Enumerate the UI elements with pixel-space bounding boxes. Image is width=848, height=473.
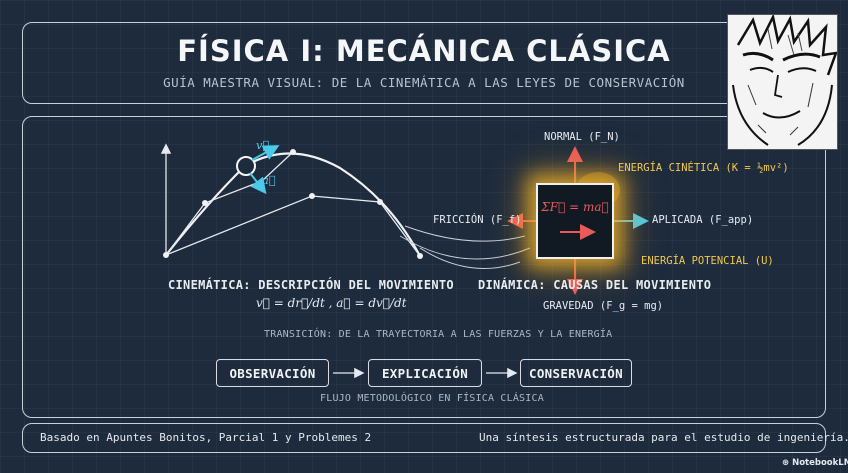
footer-panel — [22, 423, 826, 453]
trajectory-point — [417, 253, 423, 259]
normal-force-label: NORMAL (F_N) — [544, 131, 620, 143]
flow-step-conservacion: CONSERVACIÓN — [520, 359, 632, 387]
applied-force-label: APLICADA (F_app) — [652, 214, 754, 226]
trajectory-point — [377, 199, 383, 205]
brand-icon: ⊛ — [782, 458, 793, 468]
acceleration-vector — [249, 172, 267, 195]
force-body-box — [536, 183, 614, 259]
trajectory-point — [290, 149, 296, 155]
transition-swoosh — [404, 225, 526, 242]
particle — [236, 156, 256, 176]
main-panel — [22, 116, 826, 418]
transition-swoosh — [399, 235, 531, 260]
transition-caption: TRANSICIÓN: DE LA TRAYECTORIA A LAS FUER… — [264, 329, 613, 340]
page-title: FÍSICA I: MECÁNICA CLÁSICA — [177, 34, 671, 68]
kinematics-label: CINEMÁTICA: DESCRIPCIÓN DEL MOVIMIENTO — [168, 278, 454, 292]
dynamics-label: DINÁMICA: CAUSAS DEL MOVIMIENTO — [478, 278, 712, 292]
trajectory-curve — [165, 152, 421, 257]
brand-label: NotebookLM — [792, 458, 848, 468]
newton-law-formula: ΣF⃗ = ma⃗ — [541, 200, 609, 214]
kinematics-formula: v⃗ = dr⃗/dt , a⃗ = dv⃗/dt — [256, 296, 407, 310]
manga-portrait-icon — [728, 15, 837, 149]
potential-energy-label: ENERGÍA POTENCIAL (U) — [641, 255, 774, 267]
velocity-vector — [251, 145, 280, 161]
gravity-force-label: GRAVEDAD (F_g = mg) — [543, 300, 664, 312]
flow-step-explicacion: EXPLICACIÓN — [368, 359, 482, 387]
transition-swoosh — [419, 247, 521, 269]
trajectory-point — [202, 200, 208, 206]
trajectory-point — [309, 193, 315, 199]
brand-mark: ⊛ NotebookLM — [782, 458, 848, 468]
secant-path — [165, 195, 421, 257]
velocity-label: v⃗ — [256, 138, 270, 152]
flow-caption: FLUJO METODOLÓGICO EN FÍSICA CLÁSICA — [320, 393, 544, 404]
page-subtitle: GUÍA MAESTRA VISUAL: DE LA CINEMÁTICA A … — [163, 75, 685, 90]
acceleration-label: a⃗ — [262, 173, 276, 187]
footer-left-text: Basado en Apuntes Bonitos, Parcial 1 y P… — [40, 431, 372, 444]
kinetic-energy-label: ENERGÍA CINÉTICA (K = ½mv²) — [618, 162, 789, 174]
flow-step-observacion: OBSERVACIÓN — [216, 359, 329, 387]
friction-force-label: FRICCIÓN (F_f) — [433, 214, 522, 226]
position-path — [165, 151, 294, 256]
trajectory-point — [163, 252, 169, 258]
avatar — [727, 14, 838, 150]
footer-right-text: Una síntesis estructurada para el estudi… — [479, 431, 848, 444]
